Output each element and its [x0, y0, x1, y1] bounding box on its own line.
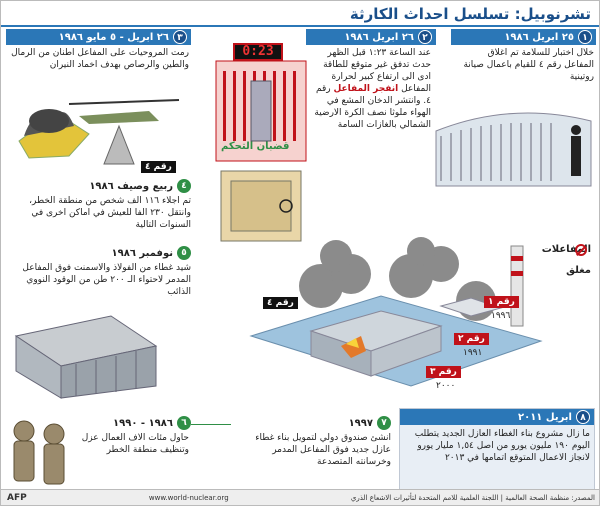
footer-source-list: منظمة الصحة العالمية | اللجنة العلمية لل… — [350, 493, 570, 502]
legend-title: المفاعلات — [541, 244, 591, 255]
event-3-date: ٢٦ ابريل - ٥ مايو ١٩٨٦ — [58, 31, 169, 43]
legend-closed-label: مغلق — [566, 265, 591, 276]
event-3-text: رمت المروحيات على المفاعل اطنان من الرما… — [11, 48, 189, 70]
clock-display: 0:23 — [233, 43, 283, 61]
event-2-text1: عند الساعة ١:٢٣ قبل الظهر حدث تدفق غير م… — [323, 48, 431, 94]
event-5-header: ٥ نوفمبر ١٩٨٦ — [9, 246, 191, 260]
footer-source-label: المصدر: — [571, 493, 595, 502]
reactor-3-label: رقم ٣ — [426, 366, 461, 378]
event-7-number: ٧ — [377, 416, 391, 430]
event-1-number: ١ — [578, 30, 592, 44]
event-1-text: خلال اختبار للسلامة تم اغلاق المفاعل رقم… — [463, 48, 594, 82]
power-plant-illustration — [249, 237, 543, 387]
footer-sources: المصدر: منظمة الصحة العالمية | اللجنة ال… — [351, 494, 595, 502]
event-7-text: انشئ صندوق دولي لتمويل بناء غطاء عازل جد… — [255, 433, 391, 467]
reactor-2-label: رقم ٢ — [454, 333, 489, 345]
no-entry-icon — [575, 244, 587, 256]
timeline-arrow-6-7 — [191, 424, 231, 425]
event-8-number: ٨ — [576, 410, 590, 424]
helicopter-reactor-label: رقم ٤ — [141, 161, 176, 173]
event-4-header: ٤ ربيع وصيف ١٩٨٦ — [9, 179, 191, 193]
helicopter-illustration — [18, 99, 180, 165]
afp-logo: AFP — [7, 492, 27, 503]
footer: AFP www.world-nuclear.org المصدر: منظمة … — [1, 489, 599, 505]
control-room-illustration — [435, 112, 592, 187]
event-7-date: ١٩٩٧ — [348, 417, 373, 429]
event-2-text2: رقم ٤. وانتشر الدخان المشع في الهواء ملو… — [314, 84, 431, 130]
footer-url: www.world-nuclear.org — [148, 493, 229, 502]
event-5-date: نوفمبر ١٩٨٦ — [111, 247, 173, 259]
event-5-number: ٥ — [177, 246, 191, 260]
sarcophagus-illustration — [14, 315, 158, 399]
title-divider — [1, 25, 599, 27]
main-reactor-label: رقم ٤ — [263, 297, 298, 309]
event-3-header: ٣ ٢٦ ابريل - ٥ مايو ١٩٨٦ — [6, 29, 191, 45]
reactor-3-year: ٢٠٠٠ — [436, 381, 456, 391]
event-2-number: ٢ — [418, 30, 432, 44]
event-8-date: ابريل ٢٠١١ — [518, 411, 572, 423]
event-6-date: ١٩٨٦ - ١٩٩٠ — [113, 417, 173, 429]
title-prefix: تشرنوبيل: — [514, 5, 591, 23]
event-6-header: ٦ ١٩٨٦ - ١٩٩٠ — [81, 416, 191, 430]
event-1-date: ٢٥ ابريل ١٩٨٦ — [504, 31, 574, 43]
workers-illustration — [13, 420, 65, 485]
event-4-date: ربيع وصيف ١٩٨٦ — [89, 180, 173, 192]
control-rods-label: قضبان التحكم — [221, 141, 290, 152]
event-2-header: ٢ ٢٦ ابريل ١٩٨٦ — [306, 29, 436, 45]
reactor-1-label: رقم ١ — [484, 296, 519, 308]
reactor-2-year: ١٩٩١ — [463, 348, 483, 358]
event-2-text: عند الساعة ١:٢٣ قبل الظهر حدث تدفق غير م… — [311, 47, 431, 131]
event-6-number: ٦ — [177, 416, 191, 430]
event-4-text: تم اجلاء ١١٦ الف شخص من منطقة الخطر، وان… — [29, 196, 191, 230]
reactors-legend: المفاعلات مغلق — [542, 244, 591, 276]
event-3-number: ٣ — [173, 30, 187, 44]
event-8-header: ٨ ابريل ٢٠١١ — [400, 409, 594, 425]
event-2-text-red: انفجر المفاعل — [333, 84, 399, 94]
event-6-text: حاول مئات الاف العمال عزل وتنظيف منطقة ا… — [81, 433, 189, 455]
event-8-box: ٨ ابريل ٢٠١١ ما زال مشروع بناء الغطاء ال… — [399, 408, 595, 493]
event-2-date: ٢٦ ابريل ١٩٨٦ — [344, 31, 414, 43]
reactor-core-illustration — [215, 60, 307, 242]
page-title: تشرنوبيل: تسلسل احداث الكارثة — [350, 5, 591, 23]
event-1-header: ١ ٢٥ ابريل ١٩٨٦ — [451, 29, 596, 45]
event-4-number: ٤ — [177, 179, 191, 193]
title-main: تسلسل احداث الكارثة — [349, 5, 515, 23]
event-8-text: ما زال مشروع بناء الغطاء العازل الجديد ي… — [414, 429, 590, 463]
reactor-1-year: ١٩٩٦ — [491, 311, 511, 321]
event-5-text: شيد غطاء من الفولاذ والاسمنت فوق المفاعل… — [22, 263, 191, 297]
event-7-header: ٧ ١٩٩٧ — [241, 416, 391, 430]
